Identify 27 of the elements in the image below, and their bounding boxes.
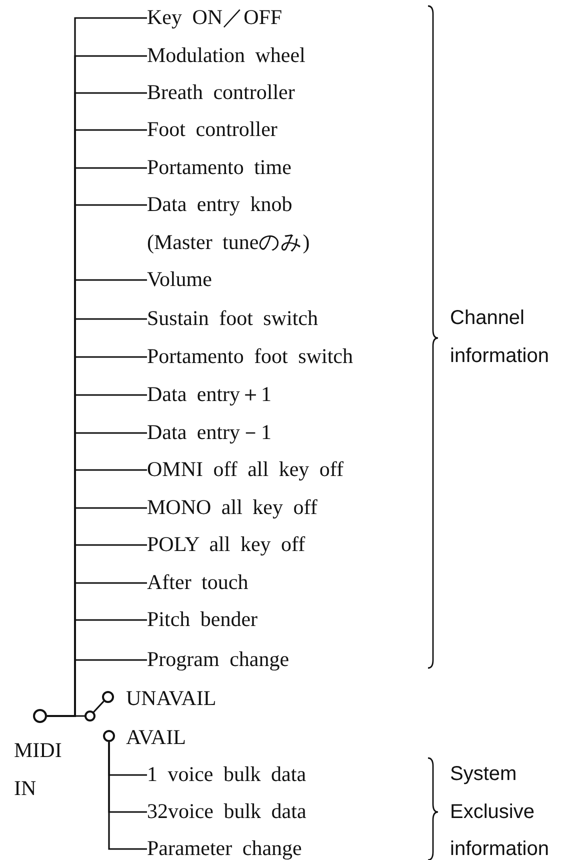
item-label: POLY all key off [147, 526, 306, 564]
item-label: Foot controller [147, 111, 278, 149]
item-label: Program change [147, 641, 290, 679]
terminal-label: AVAIL [126, 724, 186, 751]
item-label: Parameter change [147, 830, 302, 860]
item-label: Portamento foot switch [147, 338, 353, 376]
switch-blade [47, 700, 104, 717]
item-label: 32voice bulk data [147, 793, 306, 831]
terminal-label: UNAVAIL [126, 685, 216, 712]
item-label: MONO all key off [147, 489, 318, 527]
connector-line [108, 742, 147, 850]
item-label: Data entry knob (Master tuneのみ) [147, 186, 347, 262]
item-label: Pitch bender [147, 601, 258, 639]
group-label: Channel information [450, 306, 550, 369]
item-label: Key ON／OFF [147, 0, 282, 37]
item-label: Data entry＋1 [147, 376, 272, 414]
item-label: Modulation wheel [147, 37, 306, 75]
item-label: Breath controller [147, 74, 295, 112]
item-label: OMNI off all key off [147, 451, 344, 489]
terminal-label: MIDI IN [14, 737, 63, 802]
item-label: Volume [147, 261, 212, 299]
group-label: System Exclusive information [450, 762, 550, 860]
item-label: Portamento time [147, 149, 292, 187]
item-label: After touch [147, 564, 248, 602]
item-label: 1 voice bulk data [147, 756, 306, 794]
item-label: Data entry－1 [147, 414, 272, 452]
item-label: Sustain foot switch [147, 300, 318, 338]
